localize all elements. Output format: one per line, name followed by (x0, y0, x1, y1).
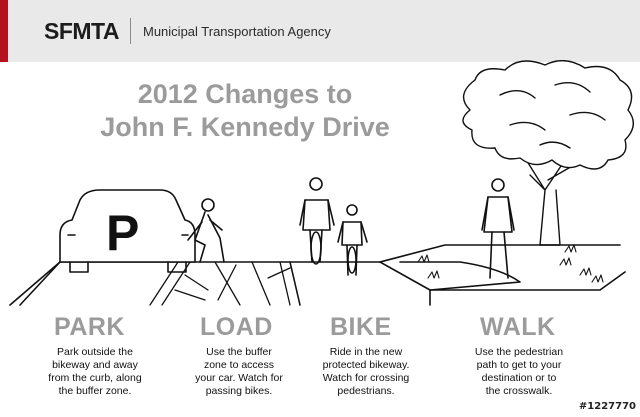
pedestrian-icon (481, 178, 515, 279)
image-id-watermark: #1227770 (578, 401, 636, 412)
header-divider (130, 18, 131, 44)
section-text-bike: Ride in the new protected bikeway. Watch… (322, 346, 410, 397)
page-title: 2012 Changes to John F. Kennedy Drive (70, 78, 420, 144)
curb-line (9, 261, 381, 306)
road-edge-line (19, 261, 61, 306)
cyclist-adult-icon (299, 177, 335, 265)
section-text-load: Use the buffer zone to access your car. … (195, 346, 283, 397)
loading-person-icon (187, 198, 225, 263)
parked-car-icon (59, 189, 196, 273)
grass-icon (417, 244, 604, 283)
brand-accent-bar (0, 0, 8, 62)
agency-name: Municipal Transportation Agency (143, 24, 331, 39)
title-line-1: 2012 Changes to (137, 79, 353, 109)
section-text-park: Park outside the bikeway and away from t… (48, 346, 142, 397)
section-heading-park: PARK (54, 313, 125, 341)
title-line-2: John F. Kennedy Drive (100, 112, 390, 142)
header-bar: SFMTA Municipal Transportation Agency (0, 0, 640, 62)
cyclist-child-icon (337, 204, 368, 276)
bikeway-line (289, 261, 301, 306)
street-illustration: P (9, 60, 634, 306)
section-heading-walk: WALK (480, 313, 556, 341)
tree-icon (462, 60, 634, 246)
section-heading-bike: BIKE (330, 313, 392, 341)
section-heading-load: LOAD (200, 313, 273, 341)
pedestrian-path (399, 261, 521, 291)
sfmta-logo: SFMTA (44, 18, 120, 44)
parking-p-sign: P (106, 205, 139, 261)
section-text-walk: Use the pedestrian path to get to your d… (474, 346, 564, 397)
buffer-zone-hatch (149, 261, 291, 306)
